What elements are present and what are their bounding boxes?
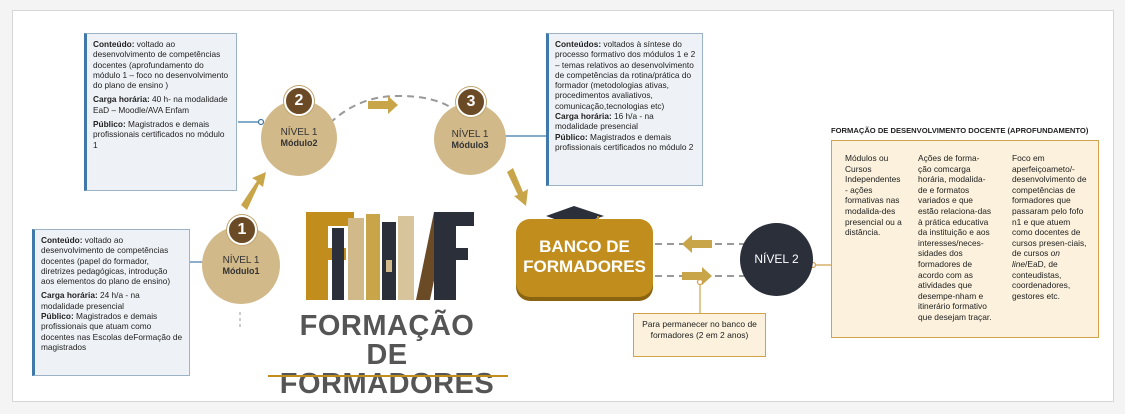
title-line-2: DE FORMADORES — [279, 339, 495, 400]
module1-level: NÍVEL 1 — [222, 255, 260, 266]
bank-of-trainers: BANCO DE FORMADORES — [516, 219, 653, 297]
level2-circle: NÍVEL 2 — [740, 223, 813, 296]
module1-circle: NÍVEL 1 Módulo1 — [202, 226, 280, 304]
module3-info-box: Conteúdos: voltados à síntese do process… — [546, 33, 703, 186]
title-underline — [268, 375, 508, 377]
title-line-1: FORMAÇÃO — [299, 310, 475, 342]
advanced-col-2: Ações de forma-ção comcarga horária, mod… — [918, 153, 992, 322]
main-title: FORMAÇÃO DE FORMADORES — [262, 312, 512, 399]
module1-badge: 1 — [227, 215, 257, 245]
module3-circle: NÍVEL 1 Módulo3 — [434, 103, 506, 175]
module2-level: NÍVEL 1 — [280, 127, 318, 138]
module3-badge: 3 — [456, 87, 486, 117]
module1-name: Módulo1 — [222, 266, 260, 276]
bank-line-2: FORMADORES — [523, 257, 646, 276]
advanced-title: FORMAÇÃO DE DESENVOLVIMENTO DOCENTE (APR… — [831, 126, 1089, 135]
advanced-col-3: Foco em aperfeiçoameto/-desenvolvimento … — [1012, 153, 1087, 301]
module2-badge: 2 — [284, 86, 314, 116]
advanced-box — [831, 140, 1099, 338]
module3-name: Módulo3 — [451, 140, 489, 150]
module2-info-box: Conteúdo: voltado ao desenvolvimento de … — [84, 33, 237, 191]
permanence-note: Para permanecer no banco de formadores (… — [633, 313, 766, 357]
module2-name: Módulo2 — [280, 138, 318, 148]
level2-label: NÍVEL 2 — [754, 252, 799, 266]
books-logo-icon — [306, 212, 474, 300]
advanced-col-1: Módulos ou Cursos Independentes - ações … — [845, 153, 902, 238]
bank-line-1: BANCO DE — [539, 237, 630, 256]
module1-info-box: Conteúdo: voltado ao desenvolvimento de … — [32, 229, 190, 376]
module3-level: NÍVEL 1 — [451, 129, 489, 140]
